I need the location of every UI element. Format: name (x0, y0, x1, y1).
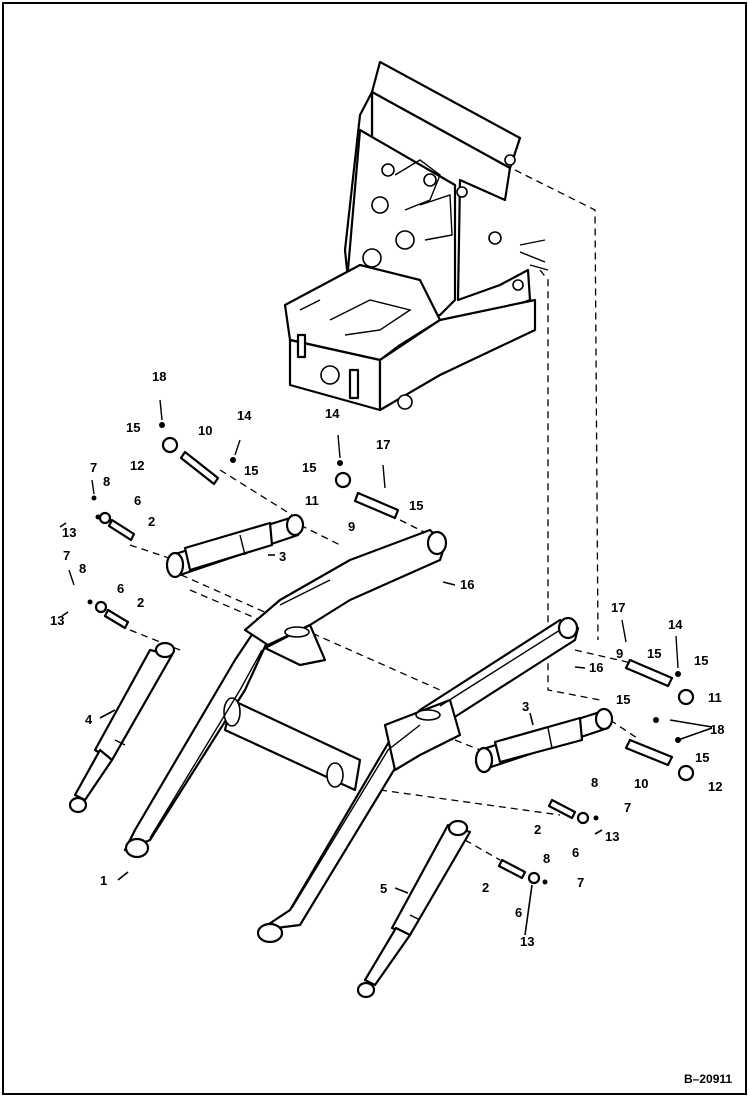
callout-7: 7 (624, 800, 631, 815)
callout-7: 7 (90, 460, 97, 475)
callout-2: 2 (148, 514, 155, 529)
callout-2: 2 (137, 595, 144, 610)
callout-15: 15 (409, 498, 423, 513)
lift-cylinder-right (474, 707, 614, 774)
callout-6: 6 (515, 905, 522, 920)
callout-8: 8 (79, 561, 86, 576)
callout-13: 13 (520, 934, 534, 949)
callout-12: 12 (130, 458, 144, 473)
callout-6: 6 (117, 581, 124, 596)
callout-15: 15 (647, 646, 661, 661)
callout-10: 10 (198, 423, 212, 438)
callout-13: 13 (50, 613, 64, 628)
callout-12: 12 (708, 779, 722, 794)
callout-15: 15 (302, 460, 316, 475)
callout-13: 13 (62, 525, 76, 540)
callout-16: 16 (460, 577, 474, 592)
callout-15: 15 (616, 692, 630, 707)
callout-3: 3 (279, 549, 286, 564)
callout-15: 15 (126, 420, 140, 435)
callout-2: 2 (534, 822, 541, 837)
callout-17: 17 (376, 437, 390, 452)
callout-2: 2 (482, 880, 489, 895)
callout-9: 9 (616, 646, 623, 661)
callout-18: 18 (710, 722, 724, 737)
callout-15: 15 (694, 653, 708, 668)
callout-17: 17 (611, 600, 625, 615)
tilt-cylinder-right (356, 819, 472, 999)
callout-1: 1 (100, 873, 107, 888)
pins-and-hardware (68, 399, 695, 885)
callout-7: 7 (577, 875, 584, 890)
callout-11: 11 (305, 493, 319, 508)
callout-11: 11 (708, 690, 722, 705)
callout-14: 14 (325, 406, 340, 421)
callout-14: 14 (668, 617, 683, 632)
callout-3: 3 (522, 699, 529, 714)
callout-8: 8 (543, 851, 550, 866)
callout-14: 14 (237, 408, 252, 423)
lift-arm (123, 528, 580, 944)
callout-7: 7 (63, 548, 70, 563)
callout-15: 15 (244, 463, 258, 478)
callout-labels: 1 2 2 2 2 3 3 4 5 6 6 6 6 7 7 7 7 8 8 8 … (50, 369, 724, 949)
callout-4: 4 (85, 712, 93, 727)
callout-8: 8 (591, 775, 598, 790)
main-frame (283, 60, 549, 412)
callout-6: 6 (572, 845, 579, 860)
callout-18: 18 (152, 369, 166, 384)
callout-9: 9 (348, 519, 355, 534)
callout-5: 5 (380, 881, 387, 896)
callout-13: 13 (605, 829, 619, 844)
tilt-cylinder-left (68, 641, 176, 814)
callout-10: 10 (634, 776, 648, 791)
callout-15: 15 (695, 750, 709, 765)
callout-16: 16 (589, 660, 603, 675)
callout-6: 6 (134, 493, 141, 508)
leader-lines (59, 522, 713, 936)
figure-reference-code: B–20911 (684, 1072, 732, 1086)
callout-8: 8 (103, 474, 110, 489)
lift-cylinder-left (165, 513, 305, 579)
